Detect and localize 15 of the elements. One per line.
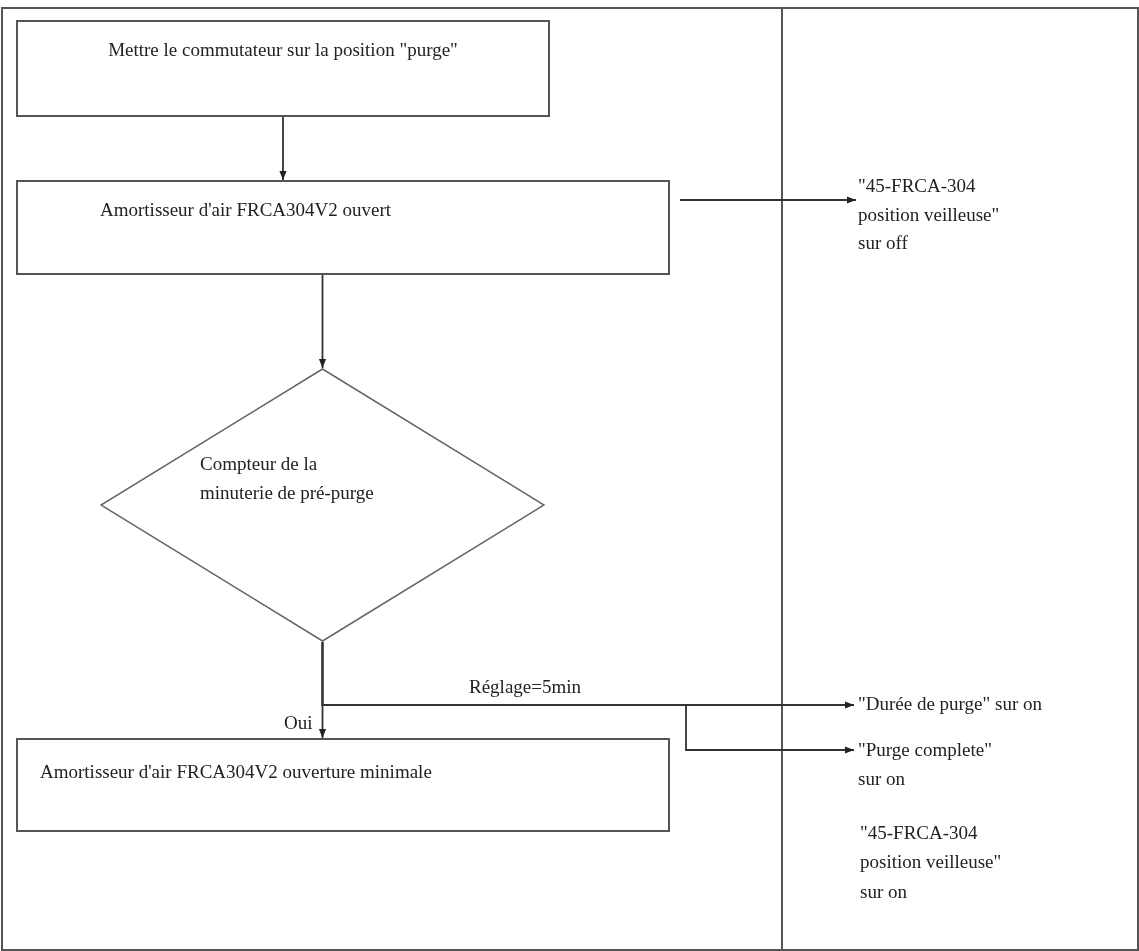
arrow (321, 641, 855, 754)
process-box (16, 20, 550, 117)
status-text: "45-FRCA-304 position veilleuse" sur off (858, 174, 1001, 255)
process-box (16, 738, 670, 832)
arrow (318, 274, 327, 369)
arrow (279, 116, 287, 181)
step-text: Mettre le commutateur sur la position "purge" (107, 38, 459, 62)
step-text: Compteur de la minuterie de pré-purge (200, 452, 375, 505)
process-box (16, 180, 670, 275)
status-text: "Purge complete" sur on (858, 738, 993, 791)
step-text: Amortisseur d'air FRCA304V2 ouvert (100, 198, 393, 222)
arrow (679, 196, 857, 204)
status-text: "45-FRCA-304 position veilleuse" sur on (860, 821, 1003, 904)
step-text: Amortisseur d'air FRCA304V2 ouverture minimale (40, 760, 433, 784)
status-text: "Durée de purge" sur on (858, 692, 1043, 716)
